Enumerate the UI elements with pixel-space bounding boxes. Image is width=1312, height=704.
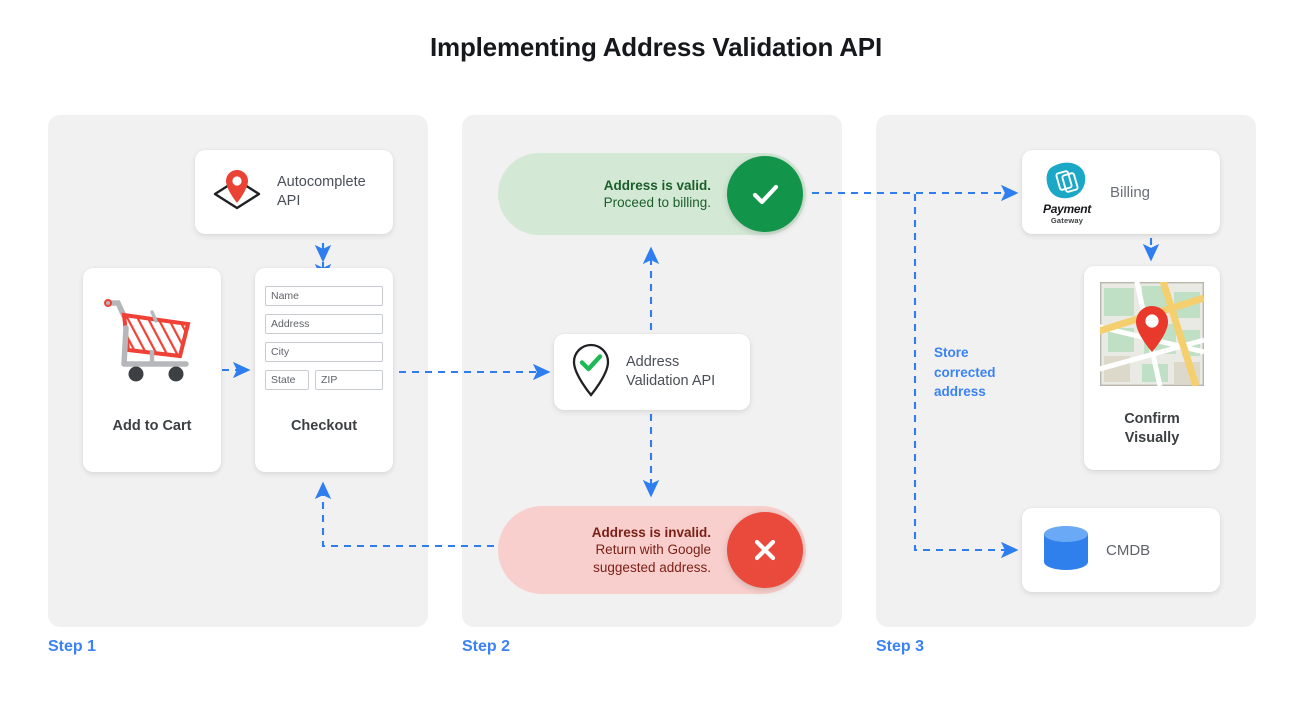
state-zip-row: State ZIP — [265, 370, 383, 390]
cmdb-label: CMDB — [1106, 541, 1151, 559]
address-validation-api-card[interactable]: Address Validation API — [554, 334, 750, 410]
step-3-label: Step 3 — [876, 638, 925, 655]
add-to-cart-card[interactable]: Add to Cart — [83, 268, 221, 472]
address-valid-pill: Address is valid. Proceed to billing. — [498, 153, 806, 235]
address-validation-api-label: Address Validation API — [626, 354, 716, 389]
check-icon — [727, 156, 803, 232]
confirm-visually-card[interactable]: Confirm Visually — [1084, 266, 1220, 470]
payment-gateway-logo-icon: Payment Gateway — [1034, 159, 1100, 225]
confirm-visually-label: Confirm Visually — [1124, 411, 1180, 447]
billing-label: Billing — [1110, 183, 1151, 201]
address-field[interactable]: Address — [265, 314, 383, 334]
address-valid-headline: Address is valid. — [603, 177, 711, 193]
step-1-label: Step 1 — [48, 638, 97, 655]
payment-gateway-wordmark: Payment — [1043, 202, 1091, 216]
checkout-label: Checkout — [290, 418, 358, 434]
name-field[interactable]: Name — [265, 286, 383, 306]
autocomplete-api-label: Autocomplete API — [277, 174, 366, 209]
add-to-cart-label: Add to Cart — [112, 418, 192, 434]
zip-field[interactable]: ZIP — [315, 370, 383, 390]
address-invalid-subtext-1: Return with Google — [595, 542, 711, 558]
address-invalid-pill: Address is invalid. Return with Google s… — [498, 506, 806, 594]
state-field[interactable]: State — [265, 370, 309, 390]
address-invalid-headline: Address is invalid. — [591, 525, 711, 541]
address-valid-text: Address is valid. Proceed to billing. — [604, 177, 727, 212]
billing-card[interactable]: Payment Gateway Billing — [1022, 150, 1220, 234]
store-to-cmdb-arrow — [913, 194, 1019, 559]
cmdb-card[interactable]: CMDB — [1022, 508, 1220, 592]
checkout-card[interactable]: Name Address City State ZIP Checkout — [255, 268, 393, 472]
close-x-icon — [727, 512, 803, 588]
pin-with-green-check-icon — [568, 341, 614, 404]
map-thumbnail-icon — [1094, 276, 1206, 391]
shopping-cart-icon — [100, 288, 204, 393]
payment-gateway-subword: Gateway — [1050, 216, 1084, 225]
address-valid-subtext: Proceed to billing. — [603, 195, 711, 210]
address-invalid-subtext-2: suggested address. — [593, 559, 711, 575]
store-corrected-address-note: Store corrected address — [934, 345, 996, 400]
page-title: Implementing Address Validation API — [430, 32, 882, 62]
autocomplete-api-card[interactable]: Autocomplete API — [195, 150, 393, 234]
map-pin-on-diamond-icon — [209, 165, 265, 220]
address-invalid-text: Address is invalid. Return with Google s… — [592, 524, 727, 576]
city-field[interactable]: City — [265, 342, 383, 362]
invalid-to-checkout-arrow — [314, 481, 494, 548]
step-2-label: Step 2 — [462, 638, 511, 655]
database-cylinder-icon — [1040, 523, 1092, 578]
